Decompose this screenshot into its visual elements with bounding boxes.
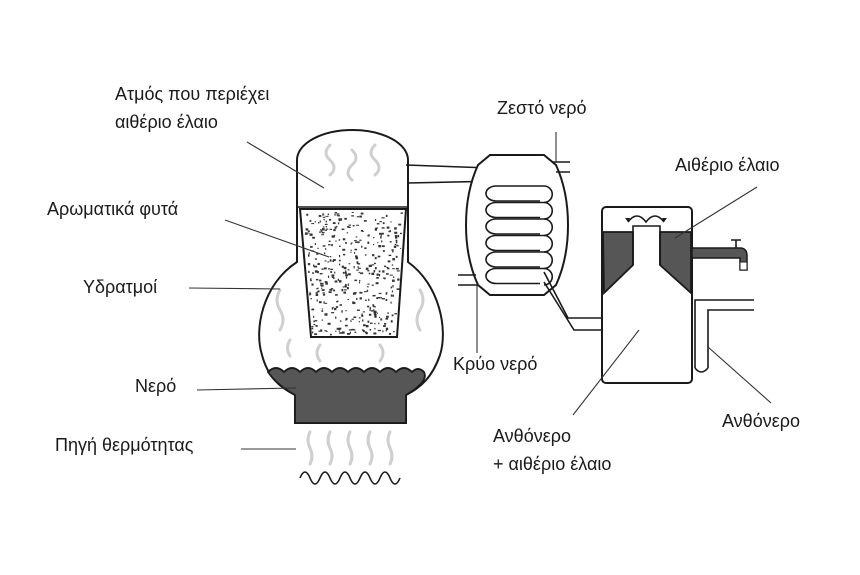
label-mix-line2: + αιθέριο έλαιο: [493, 454, 611, 474]
coil-turn: [485, 234, 544, 252]
coil-turn-back: [543, 267, 553, 286]
leader-lines: [188, 132, 772, 450]
hydrosol-outlet-tube: [692, 299, 754, 373]
coil-turn-back: [543, 185, 553, 204]
still: [258, 129, 444, 424]
label-heat-source: Πηγή θερμότητας: [55, 435, 194, 455]
label-water-vapour: Υδρατμοί: [83, 277, 157, 297]
coil-turn: [485, 267, 544, 285]
condenser-coil: [485, 185, 553, 286]
label-steam-with-oil-line1: Ατμός που περιέχει: [115, 84, 269, 104]
label-hot-water: Ζεστό νερό: [497, 98, 587, 118]
condenser: [458, 154, 570, 296]
coil-turn: [485, 185, 544, 202]
flame-wave: [299, 471, 401, 485]
label-mix-line1: Ανθόνερο: [493, 426, 571, 446]
label-essential-oil: Αιθέριο έλαιο: [675, 155, 779, 175]
label-steam-with-oil-line2: αιθέριο έλαιο: [115, 112, 218, 132]
circulation-arrows: [627, 215, 665, 224]
condensate-pipe: [543, 271, 602, 331]
condenser-jacket: [465, 154, 569, 296]
coil-turn-back: [543, 201, 553, 220]
separator: [601, 206, 754, 384]
hot-water-outlet: [552, 161, 570, 173]
label-water: Νερό: [135, 376, 176, 396]
heat-source: [299, 430, 401, 485]
cold-water-inlet: [458, 274, 478, 286]
coil-turn-back: [543, 251, 553, 270]
oil-tap: [691, 239, 748, 271]
steam-wisps: [275, 143, 425, 363]
coil-turn: [485, 218, 544, 235]
plant-basket: [298, 208, 408, 338]
coil-turn: [485, 251, 544, 268]
label-aromatic-plants: Αρωματικά φυτά: [47, 199, 178, 219]
coil-turn-back: [543, 218, 553, 237]
label-hydrosol: Ανθόνερο: [722, 411, 800, 431]
boiling-water: [266, 367, 426, 424]
label-cold-water: Κρύο νερό: [453, 354, 537, 374]
plant-material-texture: [304, 212, 403, 336]
coil-turn: [485, 201, 544, 219]
coil-turn-back: [543, 234, 553, 253]
